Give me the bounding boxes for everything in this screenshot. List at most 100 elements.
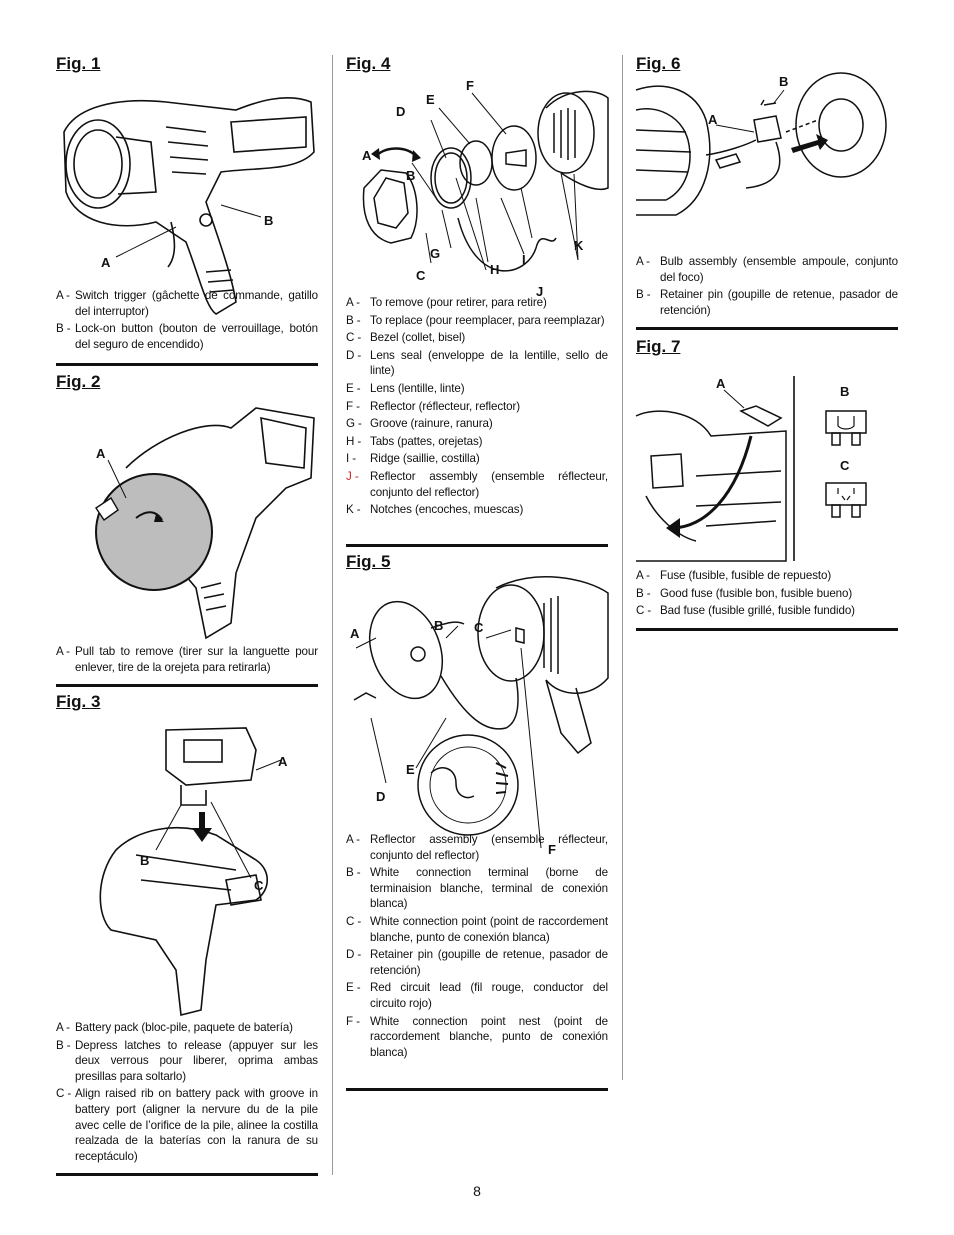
- fig1-divider: [56, 363, 318, 366]
- fig2-callout-a: A: [96, 446, 106, 461]
- legend-item: B -Depress latches to release (appuyer s…: [56, 1038, 318, 1083]
- insert-arrow-icon: [192, 812, 212, 842]
- legend-item: I -Ridge (saillie, costilla): [346, 452, 480, 466]
- fig6-illustration: A B: [635, 70, 898, 260]
- fig4-callout-i: I: [522, 252, 526, 267]
- legend-item: D -Retainer pin (goupille de retenue, pa…: [346, 948, 608, 977]
- fig7-illustration: A B C: [635, 376, 898, 564]
- fig5-illustration: A B C D E F: [346, 568, 609, 857]
- fig6-callout-a: A: [708, 112, 718, 127]
- column-divider-right: [622, 55, 623, 1080]
- fig4-callout-h: H: [490, 262, 499, 277]
- fig4-callout-a: A: [362, 148, 372, 163]
- fig5-title: Fig. 5: [346, 552, 391, 571]
- fig7-title: Fig. 7: [636, 337, 681, 356]
- fig5-callout-d: D: [376, 789, 385, 804]
- legend-item: F -White connection point nest (point de…: [346, 1014, 608, 1059]
- legend-item: A -Reflector assembly (ensemble réflecte…: [346, 833, 608, 862]
- fig4-divider: [346, 544, 608, 547]
- legend-item: F -Reflector (réflecteur, reflector): [346, 399, 521, 413]
- legend-item: H -Tabs (pattes, orejetas): [346, 434, 483, 448]
- bad-fuse-filament: [837, 488, 855, 501]
- spotlight-trigger-drawing: A B: [63, 97, 315, 315]
- fig4-callout-j: J: [536, 284, 543, 299]
- column-divider-left: [332, 55, 333, 1175]
- fig4-legend: A -To remove (pour retirer, para retire)…: [346, 295, 608, 520]
- reflector-exploded-drawing: A B C D E F G H I J K: [362, 78, 609, 299]
- fig4-callout-g: G: [430, 246, 440, 261]
- legend-item: C -Bad fuse (fusible grillé, fusible fun…: [636, 604, 855, 618]
- legend-item: D -Lens seal (enveloppe de la lentille, …: [346, 348, 608, 378]
- legend-item: B -Good fuse (fusible bon, fusible bueno…: [636, 586, 853, 600]
- lens-cover: [95, 473, 213, 591]
- fuse-replace-drawing: A B C: [635, 376, 867, 562]
- fig3-title: Fig. 3: [56, 692, 101, 711]
- fig7-legend: A -Fuse (fusible, fusible de repuesto) B…: [636, 568, 898, 621]
- legend-item: B -Lock-on button (bouton de verrouillag…: [56, 322, 318, 351]
- legend-item: A -Switch trigger (gâchette de commande,…: [56, 289, 318, 318]
- legend-item: B -White connection terminal (borne de t…: [346, 866, 608, 911]
- fig5-callout-a: A: [350, 626, 360, 641]
- fig4-callout-e: E: [426, 92, 435, 107]
- legend-item: A -Battery pack (bloc-pile, paquete de b…: [56, 1021, 293, 1034]
- fig1-callout-a: A: [101, 255, 111, 270]
- fig3-illustration: A B C: [56, 700, 318, 1020]
- insert-arrow-icon: [666, 518, 680, 538]
- fig5-legend: A -Reflector assembly (ensemble réflecte…: [346, 832, 608, 1062]
- fig4-title: Fig. 4: [346, 54, 391, 73]
- legend-item: A -Bulb assembly (ensemble ampoule, conj…: [636, 255, 898, 284]
- fig3-callout-a: A: [278, 754, 288, 769]
- bulb-replace-drawing: A B: [635, 72, 887, 216]
- legend-item: B -To replace (pour reemplacer, para ree…: [346, 313, 605, 327]
- fig5-divider: [346, 1088, 608, 1091]
- fig4-callout-k: K: [574, 238, 584, 253]
- fig6-title: Fig. 6: [636, 54, 681, 73]
- legend-item: C -White connection point (point de racc…: [346, 914, 608, 944]
- fig5-callout-f: F: [548, 842, 556, 857]
- page-number: 8: [473, 1183, 481, 1199]
- fig4-illustration: A B C D E F G H I J K: [346, 78, 609, 299]
- fig1-callout-b: B: [264, 213, 273, 228]
- fig3-legend: A -Battery pack (bloc-pile, paquete de b…: [56, 1020, 318, 1166]
- fig4-callout-d: D: [396, 104, 405, 119]
- fig7-divider: [636, 628, 898, 631]
- fig4-callout-c: C: [416, 268, 426, 283]
- fig6-divider: [636, 327, 898, 330]
- legend-item: A -To remove (pour retirer, para retire): [346, 296, 547, 309]
- lens-cover-drawing: A: [95, 407, 315, 640]
- legend-item: C -Bezel (collet, bisel): [346, 331, 466, 345]
- fig5-callout-e: E: [406, 762, 415, 777]
- fig7-callout-c: C: [840, 458, 850, 473]
- fig1-legend: A -Switch trigger (gâchette de commande,…: [56, 288, 318, 354]
- fig5-callout-c: C: [474, 620, 484, 635]
- fig7-callout-a: A: [716, 376, 726, 391]
- fig3-divider: [56, 1173, 318, 1176]
- legend-item: C -Align raised rib on battery pack with…: [56, 1087, 318, 1163]
- battery-insert-drawing: A B C: [99, 727, 288, 1016]
- legend-item: B -Retainer pin (goupille de retenue, pa…: [636, 288, 898, 317]
- fig3-callout-b: B: [140, 853, 149, 868]
- legend-item: J -Reflector assembly (ensemble réflecte…: [346, 469, 608, 499]
- legend-item: K -Notches (encoches, muescas): [346, 503, 524, 517]
- fig7-callout-b: B: [840, 384, 849, 399]
- fig2-title: Fig. 2: [56, 372, 101, 391]
- fig2-divider: [56, 684, 318, 687]
- legend-item: A -Fuse (fusible, fusible de repuesto): [636, 569, 832, 582]
- fig1-illustration: A B: [56, 82, 318, 322]
- fig2-legend: A -Pull tab to remove (tirer sur la lang…: [56, 644, 318, 677]
- fig2-illustration: A: [56, 398, 318, 642]
- legend-item: E -Red circuit lead (fil rouge, conducto…: [346, 981, 608, 1010]
- legend-item: E -Lens (lentille, linte): [346, 381, 465, 395]
- legend-item: G -Groove (rainure, ranura): [346, 417, 493, 431]
- fig4-callout-b: B: [406, 168, 415, 183]
- fig1-title: Fig. 1: [56, 54, 101, 73]
- insert-arrow-icon: [791, 134, 828, 153]
- fig5-callout-b: B: [434, 618, 443, 633]
- fig6-callout-b: B: [779, 74, 788, 89]
- fig4-callout-f: F: [466, 78, 474, 93]
- reflector-wiring-drawing: A B C D E F: [350, 576, 609, 857]
- good-fuse-filament: [837, 416, 855, 430]
- fig3-callout-c: C: [254, 878, 264, 893]
- fig6-legend: A -Bulb assembly (ensemble ampoule, conj…: [636, 254, 898, 320]
- legend-item: A -Pull tab to remove (tirer sur la lang…: [56, 645, 318, 674]
